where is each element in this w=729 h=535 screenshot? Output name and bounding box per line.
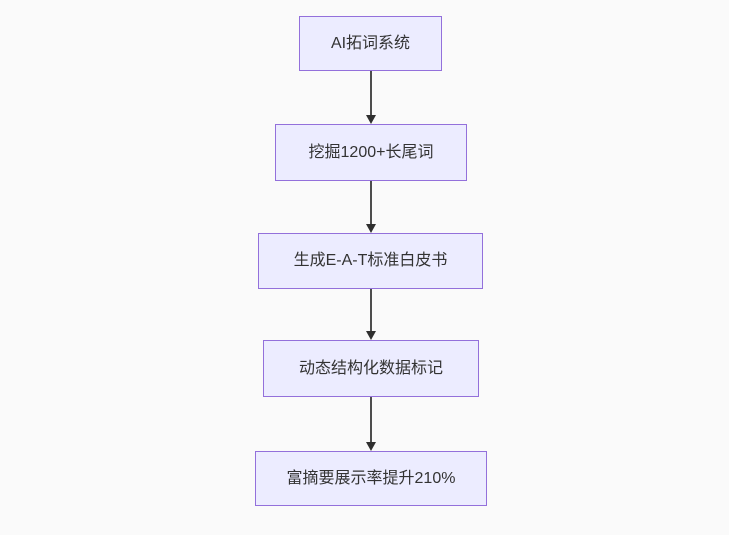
flowchart-node: 动态结构化数据标记 — [263, 340, 479, 397]
node-label: 动态结构化数据标记 — [298, 359, 443, 377]
node-label: 富摘要展示率提升210% — [286, 469, 456, 487]
arrowhead-icon — [366, 331, 376, 340]
flowchart-node: 富摘要展示率提升210% — [255, 451, 487, 506]
arrow-down — [365, 289, 377, 340]
arrowhead-icon — [366, 115, 376, 124]
flowchart-node: 挖掘1200+长尾词 — [275, 124, 467, 181]
flowchart-node: 生成E-A-T标准白皮书 — [258, 233, 483, 289]
arrow-line — [370, 71, 372, 117]
arrowhead-icon — [366, 442, 376, 451]
arrow-line — [370, 397, 372, 444]
arrowhead-icon — [366, 224, 376, 233]
node-label: 挖掘1200+长尾词 — [308, 143, 434, 161]
arrow-line — [370, 289, 372, 333]
node-label: 生成E-A-T标准白皮书 — [293, 252, 448, 269]
arrow-down — [365, 181, 377, 233]
arrow-down — [365, 71, 377, 124]
flowchart-node: AI拓词系统 — [299, 16, 442, 71]
node-label: AI拓词系统 — [330, 34, 411, 52]
arrow-down — [365, 397, 377, 451]
arrow-line — [370, 181, 372, 226]
